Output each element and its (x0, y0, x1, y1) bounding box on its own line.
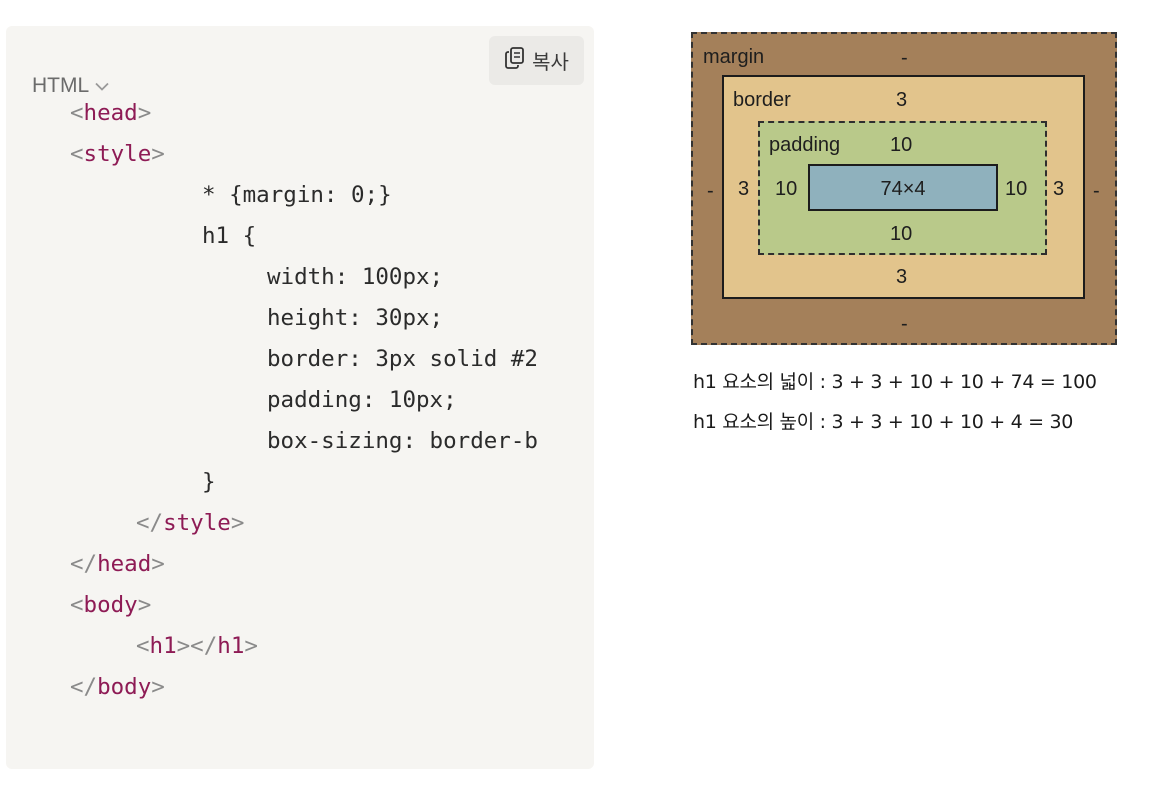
code-line: <style> (70, 134, 165, 175)
code-punctuation: </ (70, 551, 98, 577)
language-label: HTML (32, 74, 90, 97)
code-line: <body> (70, 585, 151, 626)
code-text: h1 { (202, 223, 257, 249)
code-punctuation: > (230, 510, 245, 536)
border-top-value: 3 (896, 89, 908, 111)
code-line: } (202, 462, 216, 503)
code-text: * {margin: 0;} (202, 182, 392, 208)
code-punctuation: > (244, 633, 258, 659)
code-punctuation: > (137, 100, 152, 126)
code-line: </body> (70, 667, 165, 708)
code-line: <head> (70, 93, 151, 134)
code-text: border: 3px solid #2 (267, 346, 538, 372)
code-line: <h1></h1> (136, 626, 258, 667)
code-punctuation: < (70, 592, 84, 618)
border-right-value: 3 (1053, 178, 1065, 200)
code-line: padding: 10px; (267, 380, 457, 421)
code-line: h1 { (202, 216, 256, 257)
copy-button[interactable]: 복사 (489, 36, 584, 85)
size-formulas: h1 요소의 넓이 : 3 + 3 + 10 + 10 + 74 = 100 h… (693, 367, 1097, 447)
code-punctuation: < (136, 633, 150, 659)
code-line: border: 3px solid #2 (267, 339, 538, 380)
padding-top-value: 10 (890, 134, 913, 156)
margin-bottom-value: - (901, 313, 908, 335)
code-text: } (202, 469, 216, 495)
code-tag-name: style (163, 510, 231, 536)
width-formula: h1 요소의 넓이 : 3 + 3 + 10 + 10 + 74 = 100 (693, 371, 1097, 393)
code-text: padding: 10px; (267, 387, 457, 413)
code-line: width: 100px; (267, 257, 443, 298)
content-size: 74×4 (880, 178, 926, 200)
code-punctuation: </ (70, 674, 98, 700)
copy-icon (504, 46, 526, 75)
language-selector[interactable]: HTML (32, 74, 109, 98)
code-text: width: 100px; (267, 264, 444, 290)
code-text: box-sizing: border-b (267, 428, 538, 454)
code-tag-name: h1 (217, 633, 245, 659)
code-punctuation: ></ (176, 633, 218, 659)
code-punctuation: > (151, 551, 165, 577)
code-punctuation: > (137, 592, 152, 618)
code-punctuation: > (151, 674, 165, 700)
code-tag-name: style (83, 141, 152, 167)
code-text: height: 30px; (267, 305, 444, 331)
code-tag-name: head (97, 551, 152, 577)
box-model-diagram: margin - - - - border 3 3 3 3 padding 10… (691, 32, 1117, 345)
height-formula: h1 요소의 높이 : 3 + 3 + 10 + 10 + 4 = 30 (693, 411, 1074, 433)
padding-right-value: 10 (1005, 178, 1028, 200)
code-punctuation: < (70, 100, 84, 126)
padding-label: padding (769, 134, 841, 156)
border-bottom-value: 3 (896, 266, 908, 288)
code-line: * {margin: 0;} (202, 175, 392, 216)
code-tag-name: h1 (149, 633, 177, 659)
margin-left-value: - (707, 180, 714, 202)
copy-label: 복사 (532, 50, 569, 74)
code-tag-name: body (83, 592, 138, 618)
padding-bottom-value: 10 (890, 223, 913, 245)
chevron-down-icon (95, 82, 109, 91)
code-tag-name: body (97, 674, 152, 700)
code-line: height: 30px; (267, 298, 443, 339)
code-line: </head> (70, 544, 165, 585)
padding-left-value: 10 (775, 178, 798, 200)
margin-label: margin (703, 46, 765, 68)
code-line: </style> (136, 503, 244, 544)
border-left-value: 3 (738, 178, 750, 200)
code-tag-name: head (83, 100, 138, 126)
code-block: HTML 복사 <head><style>* {margin: 0;}h1 {w… (6, 26, 594, 769)
border-label: border (733, 89, 791, 111)
code-line: box-sizing: border-b (267, 421, 538, 462)
margin-right-value: - (1093, 180, 1100, 202)
code-punctuation: </ (136, 510, 164, 536)
code-punctuation: < (70, 141, 84, 167)
content-box: 74×4 (808, 164, 998, 211)
code-punctuation: > (151, 141, 165, 167)
margin-top-value: - (901, 47, 908, 69)
